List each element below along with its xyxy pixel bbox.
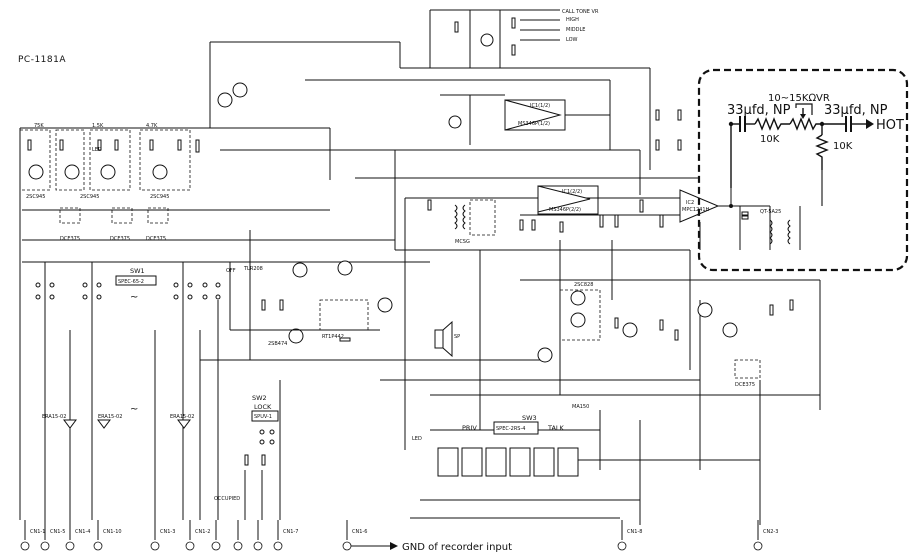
sw2-mode: LOCK: [254, 403, 272, 411]
zener-stacks: ERA15-02 ERA15-02 ERA15-02: [42, 300, 281, 520]
r-shunt-label: 10K: [833, 141, 853, 152]
middle-label: MIDDLE: [566, 27, 585, 33]
conn-1: CN1-1: [30, 529, 45, 535]
mid-tilde: ~: [130, 404, 138, 415]
sw2-part: SPUV-1: [254, 414, 272, 420]
r-series-label: 10K: [760, 134, 780, 145]
bottom-terminals: CN1-1 CN1-5 CN1-4 CN1-10 CN1-3 CN1-2 CN1…: [20, 520, 778, 553]
r-label-1: 75K: [34, 123, 44, 129]
tr-label-2: 2SC945: [80, 194, 99, 200]
conn-4: CN1-10: [103, 529, 122, 535]
conn-7: CN1-7: [283, 529, 298, 535]
sw2-name: SW2: [252, 394, 267, 402]
tr-c-label: 2SC828: [574, 282, 593, 288]
sw3-switch-bank: PRIV SW3 SPEC-2RS-4 TALK LED MA150: [412, 404, 589, 477]
call-tone-label: CALL TONE VR: [562, 9, 599, 15]
led-label: TLR208: [243, 266, 263, 272]
left-amp-cluster: 75K 1.5K 4.7K 2SC945 2SC945 2SC945 LED: [19, 82, 248, 200]
ic2-power-amp: IC2 MPC1241H: [640, 188, 801, 250]
conn-10: CN2-3: [763, 529, 778, 535]
ic2-label: IC2: [686, 200, 694, 206]
tr-label-1: 2SC945: [26, 194, 45, 200]
speaker: SP: [434, 320, 460, 358]
conn-9: CN1-8: [627, 529, 642, 535]
power-rails: [19, 41, 821, 525]
era-label-3: ERA15-02: [170, 414, 194, 420]
led-prv-label: LED: [412, 436, 422, 442]
sw1-tilde: ~: [130, 292, 138, 303]
qt-label: QT-5A25: [760, 209, 781, 215]
tr-label-3: 2SC945: [150, 194, 169, 200]
sw1-switch-bank: SW1 SPEC-65-2 ~ OFF: [35, 262, 236, 330]
era-label-2: ERA15-02: [98, 414, 122, 420]
r-label-3: 4.7K: [146, 123, 158, 129]
gnd-note: GND of recorder input: [402, 542, 512, 553]
conn-6: CN1-2: [195, 529, 210, 535]
ic1a-part: MS346P(1/2): [518, 121, 550, 127]
ic1b-part: MS346P(2/2): [549, 207, 581, 213]
sw3-name: SW3: [522, 414, 537, 422]
occupied-label: OCCUPIED: [214, 496, 240, 502]
talk-label: TALK: [547, 424, 565, 432]
dce-blocks: DCE375 DCE375 DCE375: [59, 207, 169, 242]
conn-3: CN1-4: [75, 529, 90, 535]
off-label: OFF: [226, 268, 236, 274]
ic1-section: IC1(1/2) MS346P(1/2) IC1(2/2) MS346P(2/2…: [440, 80, 611, 215]
low-label: LOW: [566, 37, 578, 43]
dce-label-1: DCE375: [60, 236, 80, 242]
cap-left-label: 33µfd, NP: [727, 103, 791, 118]
tr-ref-label: RT1P442: [322, 334, 344, 340]
r-label-2: 1.5K: [92, 123, 104, 129]
lower-transistors: 2SC828 DCE375: [537, 282, 794, 388]
ic2-part: MPC1241H: [682, 207, 710, 213]
dce-label-3: DCE375: [146, 236, 166, 242]
middle-parts: [427, 109, 700, 430]
dce-label-2: DCE375: [110, 236, 130, 242]
recorder-output-mod: 10~15KΩVR 33µfd, NP 33µfd, NP 10K 10K HO…: [697, 68, 909, 272]
cap-right-label: 33µfd, NP: [824, 103, 888, 118]
sw2-switch: SW2 LOCK SPUV-1 OCCUPIED ~: [130, 394, 279, 502]
led-tag: LED: [92, 147, 102, 153]
tr-b-label: 2SB474: [268, 341, 287, 347]
diode-label: MA150: [572, 404, 589, 410]
hot-label: HOT: [876, 118, 904, 133]
conn-8: CN1-6: [352, 529, 367, 535]
vr-label: 10~15KΩVR: [768, 93, 830, 104]
high-label: HIGH: [566, 17, 579, 23]
sp-label: SP: [454, 334, 460, 340]
sw3-part: SPEC-2RS-4: [496, 426, 525, 432]
center-transistor-stage: TLR208 RT1P442 2SB474: [229, 230, 393, 360]
era-label-1: ERA15-02: [42, 414, 66, 420]
ic1a-label: IC1(1/2): [530, 103, 550, 109]
dce-label-4: DCE375: [735, 382, 755, 388]
model-label: PC-1181A: [18, 55, 66, 65]
call-tone-section: CALL TONE VR HIGH MIDDLE LOW: [429, 9, 599, 68]
conn-2: CN1-5: [50, 529, 65, 535]
sw1-name: SW1: [130, 267, 145, 275]
sw1-part: SPEC-65-2: [118, 279, 144, 285]
ic1b-label: IC1(2/2): [562, 189, 582, 195]
priv-label: PRIV: [462, 424, 477, 432]
conn-5: CN1-3: [160, 529, 175, 535]
mcsg-label: MCSG: [455, 239, 470, 245]
